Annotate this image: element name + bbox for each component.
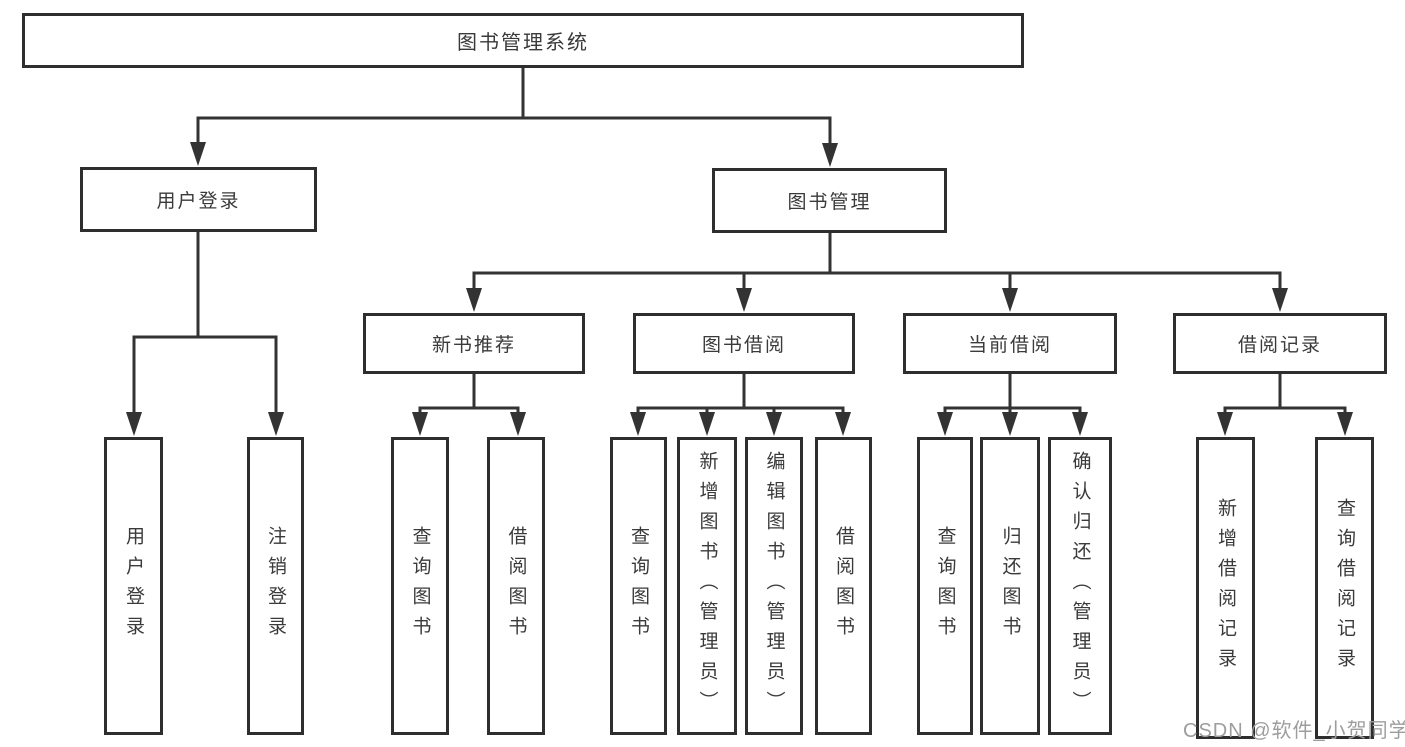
leaf-label: 查询图书 — [934, 526, 956, 646]
node-label: 图书借阅 — [701, 335, 786, 356]
node-book-borrowing: 图书借阅 — [633, 313, 855, 374]
node-label: 当前借阅 — [967, 335, 1052, 356]
leaf-query-books-borrowing: 查询图书 — [610, 437, 667, 735]
node-label: 图书管理 — [787, 192, 872, 213]
leaf-return-books: 归还图书 — [980, 437, 1040, 735]
node-label: 借阅记录 — [1237, 335, 1322, 356]
node-borrowing-records: 借阅记录 — [1173, 313, 1387, 374]
leaf-label: 确认归还（管理员） — [1069, 451, 1091, 721]
leaf-label: 查询图书 — [628, 526, 649, 646]
csdn-watermark: CSDN @软件_小贺同学 — [1183, 720, 1405, 742]
leaf-label: 借阅图书 — [505, 526, 527, 646]
node-label: 用户登录 — [156, 191, 241, 212]
leaf-label: 借阅图书 — [833, 526, 854, 646]
leaf-logout: 注销登录 — [247, 437, 304, 735]
node-user-login: 用户登录 — [80, 167, 317, 232]
leaf-confirm-return-admin: 确认归还（管理员） — [1048, 437, 1112, 735]
leaf-add-book-admin: 新增图书（管理员） — [677, 437, 737, 735]
leaf-query-books-current: 查询图书 — [917, 437, 973, 735]
leaf-label: 新增图书（管理员） — [696, 451, 718, 721]
node-book-management: 图书管理 — [712, 168, 947, 233]
leaf-label: 查询图书 — [409, 526, 431, 646]
node-new-book-recommendation: 新书推荐 — [363, 313, 585, 374]
leaf-borrow-books-recommend: 借阅图书 — [487, 437, 545, 735]
leaf-query-borrow-record: 查询借阅记录 — [1315, 437, 1374, 739]
leaf-borrow-books-borrowing: 借阅图书 — [815, 437, 872, 735]
node-label: 新书推荐 — [431, 335, 516, 356]
leaf-edit-book-admin: 编辑图书（管理员） — [745, 437, 803, 735]
leaf-add-borrow-record: 新增借阅记录 — [1196, 437, 1255, 739]
leaf-query-books-recommend: 查询图书 — [391, 437, 449, 735]
leaf-label: 编辑图书（管理员） — [763, 451, 785, 721]
leaf-user-login: 用户登录 — [104, 437, 163, 735]
node-library-management-system: 图书管理系统 — [22, 13, 1024, 68]
leaf-label: 查询借阅记录 — [1334, 498, 1355, 678]
node-label: 图书管理系统 — [457, 32, 589, 54]
leaf-label: 注销登录 — [265, 526, 286, 646]
leaf-label: 用户登录 — [123, 526, 144, 646]
node-current-borrowing: 当前借阅 — [903, 313, 1117, 374]
leaf-label: 归还图书 — [999, 526, 1021, 646]
leaf-label: 新增借阅记录 — [1215, 498, 1236, 678]
